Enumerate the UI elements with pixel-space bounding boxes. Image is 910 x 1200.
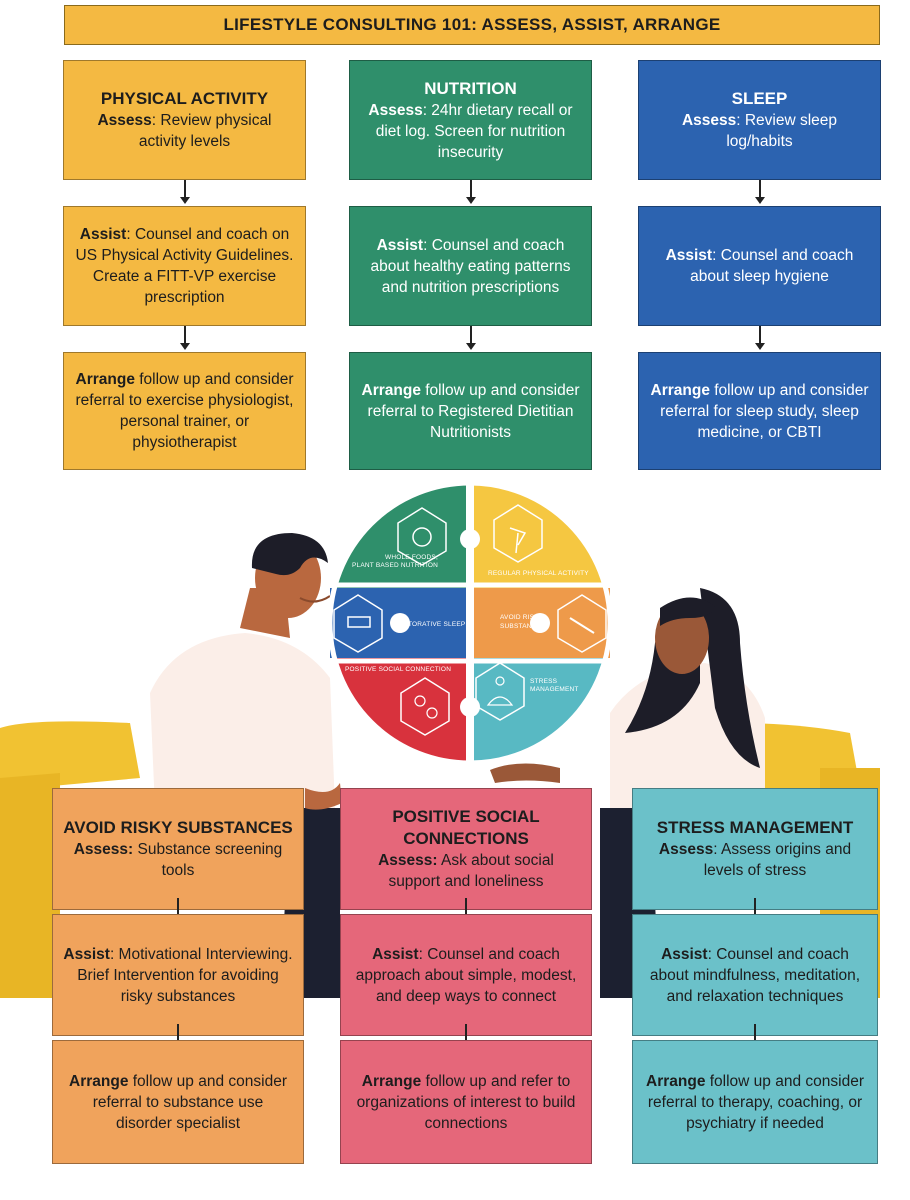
arrange-label: Arrange	[650, 381, 710, 399]
assist-label: Assist	[661, 945, 708, 963]
arrange-label: Arrange	[361, 1072, 422, 1090]
assess-label: Assess	[368, 101, 423, 119]
assist-text: : Counsel and coach about healthy eating…	[370, 236, 571, 296]
arrange-label: Arrange	[75, 371, 135, 388]
sleep-heading: SLEEP	[731, 89, 788, 108]
wheel-label-physical: REGULAR PHYSICAL ACTIVITY	[488, 570, 589, 577]
positive-social-arrange-box: Arrange follow up and refer to organizat…	[340, 1040, 592, 1164]
arrow-down	[180, 326, 190, 350]
assess-text: Ask about social support and loneliness	[388, 852, 554, 890]
arrange-text: follow up and consider referral to thera…	[647, 1072, 864, 1132]
arrow-down	[755, 326, 765, 350]
assess-text: Substance screening tools	[133, 841, 283, 879]
arrange-text: follow up and consider referral to Regis…	[367, 381, 580, 441]
wheel-label-stress-1: STRESS	[530, 678, 558, 685]
assist-text: : Counsel and coach about mindfulness, m…	[649, 945, 861, 1005]
assess-text: : Assess origins and levels of stress	[703, 841, 852, 879]
apple-icon	[397, 507, 447, 566]
woman-hand	[490, 763, 560, 783]
assess-label: Assess:	[378, 852, 438, 869]
stress-heading: STRESS MANAGEMENT	[656, 818, 854, 837]
positive-social-heading: POSITIVE SOCIAL CONNECTIONS	[392, 807, 540, 848]
physical-activity-heading: PHYSICAL ACTIVITY	[100, 89, 269, 108]
physical-activity-arrange-box: Arrange follow up and consider referral …	[63, 352, 306, 470]
wheel-label-social: POSITIVE SOCIAL CONNECTION	[345, 666, 451, 673]
assist-label: Assist	[376, 236, 424, 254]
physical-activity-assist-box: Assist: Counsel and coach on US Physical…	[63, 206, 306, 326]
avoid-risky-assess-box: AVOID RISKY SUBSTANCES Assess: Substance…	[52, 788, 304, 910]
physical-activity-assess-box: PHYSICAL ACTIVITY Assess: Review physica…	[63, 60, 306, 180]
sleep-assist-box: Assist: Counsel and coach about sleep hy…	[638, 206, 881, 326]
stress-assess-box: STRESS MANAGEMENT Assess: Assess origins…	[632, 788, 878, 910]
assist-label: Assist	[665, 247, 713, 264]
stress-assist-box: Assist: Counsel and coach about mindfuln…	[632, 914, 878, 1036]
man-hand	[305, 783, 342, 810]
assist-text: : Motivational Interviewing. Brief Inter…	[77, 945, 293, 1005]
arrange-label: Arrange	[361, 381, 421, 399]
avoid-risky-heading: AVOID RISKY SUBSTANCES	[63, 818, 293, 837]
assess-text: : Review physical activity levels	[138, 112, 272, 150]
assist-label: Assist	[63, 945, 110, 963]
sleep-assess-box: SLEEP Assess: Review sleep log/habits	[638, 60, 881, 180]
wheel-label-whole-foods-2: PLANT BASED NUTRITION	[352, 562, 438, 569]
arrange-text: follow up and refer to organizations of …	[356, 1072, 576, 1132]
arrange-text: follow up and consider referral for slee…	[660, 381, 869, 441]
arrange-text: follow up and consider referral to exerc…	[75, 371, 294, 451]
meditation-icon	[475, 662, 525, 721]
assist-text: : Counsel and coach about sleep hygiene	[690, 247, 854, 285]
nutrition-assist-box: Assist: Counsel and coach about healthy …	[349, 206, 592, 326]
wheel-label-sleep: RESTORATIVE SLEEP	[394, 621, 465, 628]
wheel-label-risky-2: SUBSTANCES	[500, 623, 546, 630]
activity-icon	[493, 504, 543, 563]
nutrition-heading: NUTRITION	[424, 78, 517, 98]
nutrition-assess-box: NUTRITION Assess: 24hr dietary recall or…	[349, 60, 592, 180]
sleep-arrange-box: Arrange follow up and consider referral …	[638, 352, 881, 470]
avoid-risky-assist-box: Assist: Motivational Interviewing. Brief…	[52, 914, 304, 1036]
wheel-label-risky-1: AVOID RISKY	[500, 614, 544, 621]
assist-label: Assist	[79, 226, 127, 243]
positive-social-assist-box: Assist: Counsel and coach approach about…	[340, 914, 592, 1036]
lifestyle-wheel: WHOLE FOODS, PLANT BASED NUTRITION REGUL…	[327, 480, 613, 766]
people-icon	[400, 677, 450, 736]
assist-text: : Counsel and coach on US Physical Activ…	[75, 226, 294, 306]
arrow-down	[180, 180, 190, 204]
positive-social-assess-box: POSITIVE SOCIAL CONNECTIONS Assess: Ask …	[340, 788, 592, 910]
assess-text: : 24hr dietary recall or diet log. Scree…	[375, 101, 573, 161]
nutrition-arrange-box: Arrange follow up and consider referral …	[349, 352, 592, 470]
assess-label: Assess	[658, 841, 714, 858]
wheel-label-stress-2: MANAGEMENT	[530, 686, 579, 693]
sofa-left-back	[0, 773, 60, 998]
arrange-label: Arrange	[69, 1072, 129, 1090]
arrange-text: follow up and consider referral to subst…	[92, 1072, 287, 1132]
arrange-label: Arrange	[646, 1072, 706, 1090]
assess-label: Assess:	[73, 841, 134, 858]
assist-text: : Counsel and coach approach about simpl…	[355, 945, 577, 1005]
wheel-label-whole-foods-1: WHOLE FOODS,	[385, 554, 438, 561]
arrow-down	[466, 180, 476, 204]
avoid-risky-arrange-box: Arrange follow up and consider referral …	[52, 1040, 304, 1164]
arrow-down	[466, 326, 476, 350]
assist-label: Assist	[372, 945, 419, 963]
page-title: LIFESTYLE CONSULTING 101: ASSESS, ASSIST…	[64, 5, 880, 45]
bed-icon	[333, 594, 383, 653]
stress-arrange-box: Arrange follow up and consider referral …	[632, 1040, 878, 1164]
substances-icon	[557, 594, 607, 653]
assess-label: Assess	[681, 112, 737, 129]
arrow-down	[755, 180, 765, 204]
assess-text: : Review sleep log/habits	[726, 112, 838, 150]
assess-label: Assess	[97, 112, 152, 129]
